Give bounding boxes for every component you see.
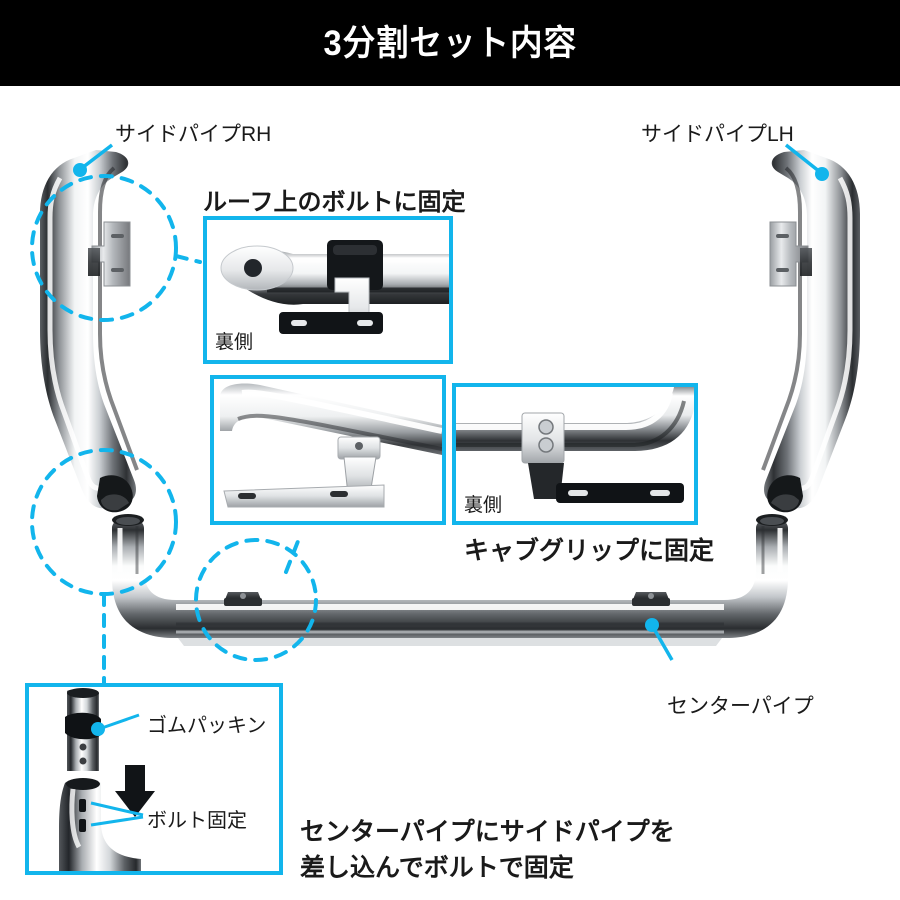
inset-roof-bolt-title: ルーフ上のボルトに固定 xyxy=(203,189,466,216)
page-title: 3分割セット内容 xyxy=(323,23,577,63)
leader-rh xyxy=(80,143,114,170)
side-pipe-rh-art xyxy=(40,150,139,513)
label-bolt-fix: ボルト固定 xyxy=(147,810,247,832)
label-rubber-packing: ゴムパッキン xyxy=(147,715,267,737)
connector-cabgrip-inset xyxy=(284,534,302,574)
inset-cab-grip-title: キャブグリップに固定 xyxy=(464,537,715,565)
down-arrow-icon xyxy=(115,765,155,817)
inset-cab-grip-right: 裏側 xyxy=(452,383,698,525)
connector-roof-inset xyxy=(174,254,202,264)
inset-roof-bolt-caption: 裏側 xyxy=(215,332,254,353)
header-banner: 3分割セット内容 xyxy=(0,0,900,86)
inset-cab-grip-left xyxy=(210,375,446,525)
inset-cab-grip-right-caption: 裏側 xyxy=(464,495,503,516)
label-side-pipe-lh: サイドパイプLH xyxy=(641,123,794,146)
leader-dot-center xyxy=(645,618,659,632)
inset-roof-bolt-art xyxy=(220,240,449,334)
leader-center xyxy=(651,626,674,661)
inset-cab-grip-right-art xyxy=(456,387,694,503)
leader-dot-lh xyxy=(815,167,829,181)
inset-joint-detail: ゴムパッキン ボルト固定 xyxy=(25,683,283,875)
dashed-circle-center-bracket xyxy=(194,538,318,662)
inset-roof-bolt: 裏側 xyxy=(203,216,453,364)
inset-joint-art xyxy=(59,688,155,871)
bottom-caption-line2: 差し込んでボルトで固定 xyxy=(300,854,574,882)
dashed-circle-rh-bracket xyxy=(30,174,178,322)
label-side-pipe-rh: サイドパイプRH xyxy=(115,123,272,146)
side-pipe-lh-art xyxy=(761,150,860,513)
leader-dot-rh xyxy=(73,163,87,177)
dashed-circle-joint xyxy=(30,448,178,596)
label-center-pipe: センターパイプ xyxy=(667,695,814,718)
inset-cab-grip-left-art xyxy=(220,383,442,508)
leader-lh xyxy=(784,143,822,174)
bottom-caption-line1: センターパイプにサイドパイプを xyxy=(300,818,675,846)
